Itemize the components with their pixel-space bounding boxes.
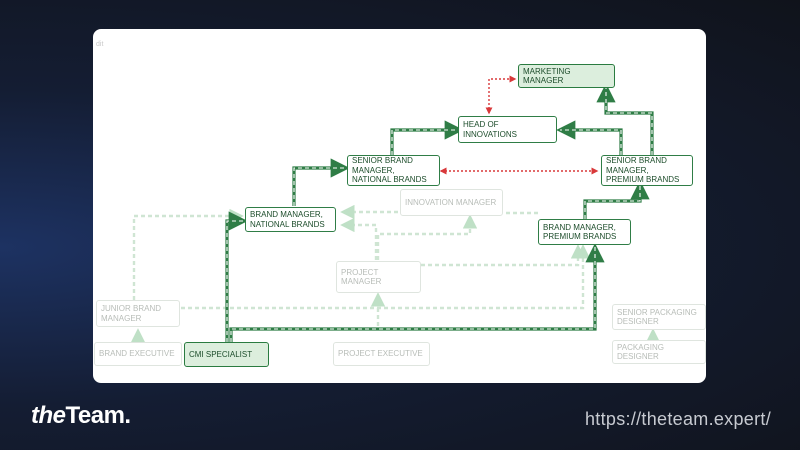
corner-text: dit [96, 41, 104, 48]
lateral-head-innovations-marketing [485, 75, 517, 115]
node-senior-bm-national: Senior Brand Manager, National Brands [347, 155, 440, 186]
connector-layer [130, 75, 661, 347]
node-innovation-manager: Innovation Manager [400, 189, 503, 216]
node-cmi-specialist: CMI Specialist [184, 342, 269, 367]
link-pm-to-bm-national [340, 217, 378, 260]
node-bm-national: Brand Manager, National Brands [245, 207, 336, 232]
link-senior-premium-to-head-innovations [556, 120, 623, 155]
node-bm-premium: Brand Manager, Premium Brands [538, 219, 631, 245]
node-marketing-manager: Marketing Manager [518, 64, 615, 88]
link-pm-to-innovation [376, 214, 478, 260]
link-cmi-to-bm-national [225, 211, 248, 342]
brand-logo: theTeam. [31, 402, 131, 429]
node-project-executive: Project Executive [333, 342, 430, 366]
node-packaging-designer: Packaging Designer [612, 340, 706, 364]
link-junior-to-bm-national [132, 208, 244, 300]
link-bm-national-to-senior-national [292, 158, 350, 206]
link-pm-to-bm-premium [421, 244, 586, 267]
website-link[interactable]: https://theteam.expert/ [585, 409, 771, 429]
node-project-manager: Project Manager [336, 261, 421, 293]
node-junior-bm: Junior Brand Manager [96, 300, 180, 327]
node-head-of-innovations: Head of Innovations [458, 116, 557, 143]
node-brand-executive: Brand Executive [94, 342, 182, 366]
node-senior-packaging-designer: Senior Packaging Designer [612, 304, 706, 330]
link-senior-premium-to-marketing [596, 83, 654, 155]
career-path-diagram: dit [93, 29, 706, 383]
link-senior-national-to-head-innovations [390, 120, 464, 155]
link-junior-to-bm-premium [181, 244, 591, 310]
node-senior-bm-premium: Senior Brand Manager, Premium Brands [601, 155, 693, 186]
link-cmi-to-bm-premium [229, 243, 605, 342]
